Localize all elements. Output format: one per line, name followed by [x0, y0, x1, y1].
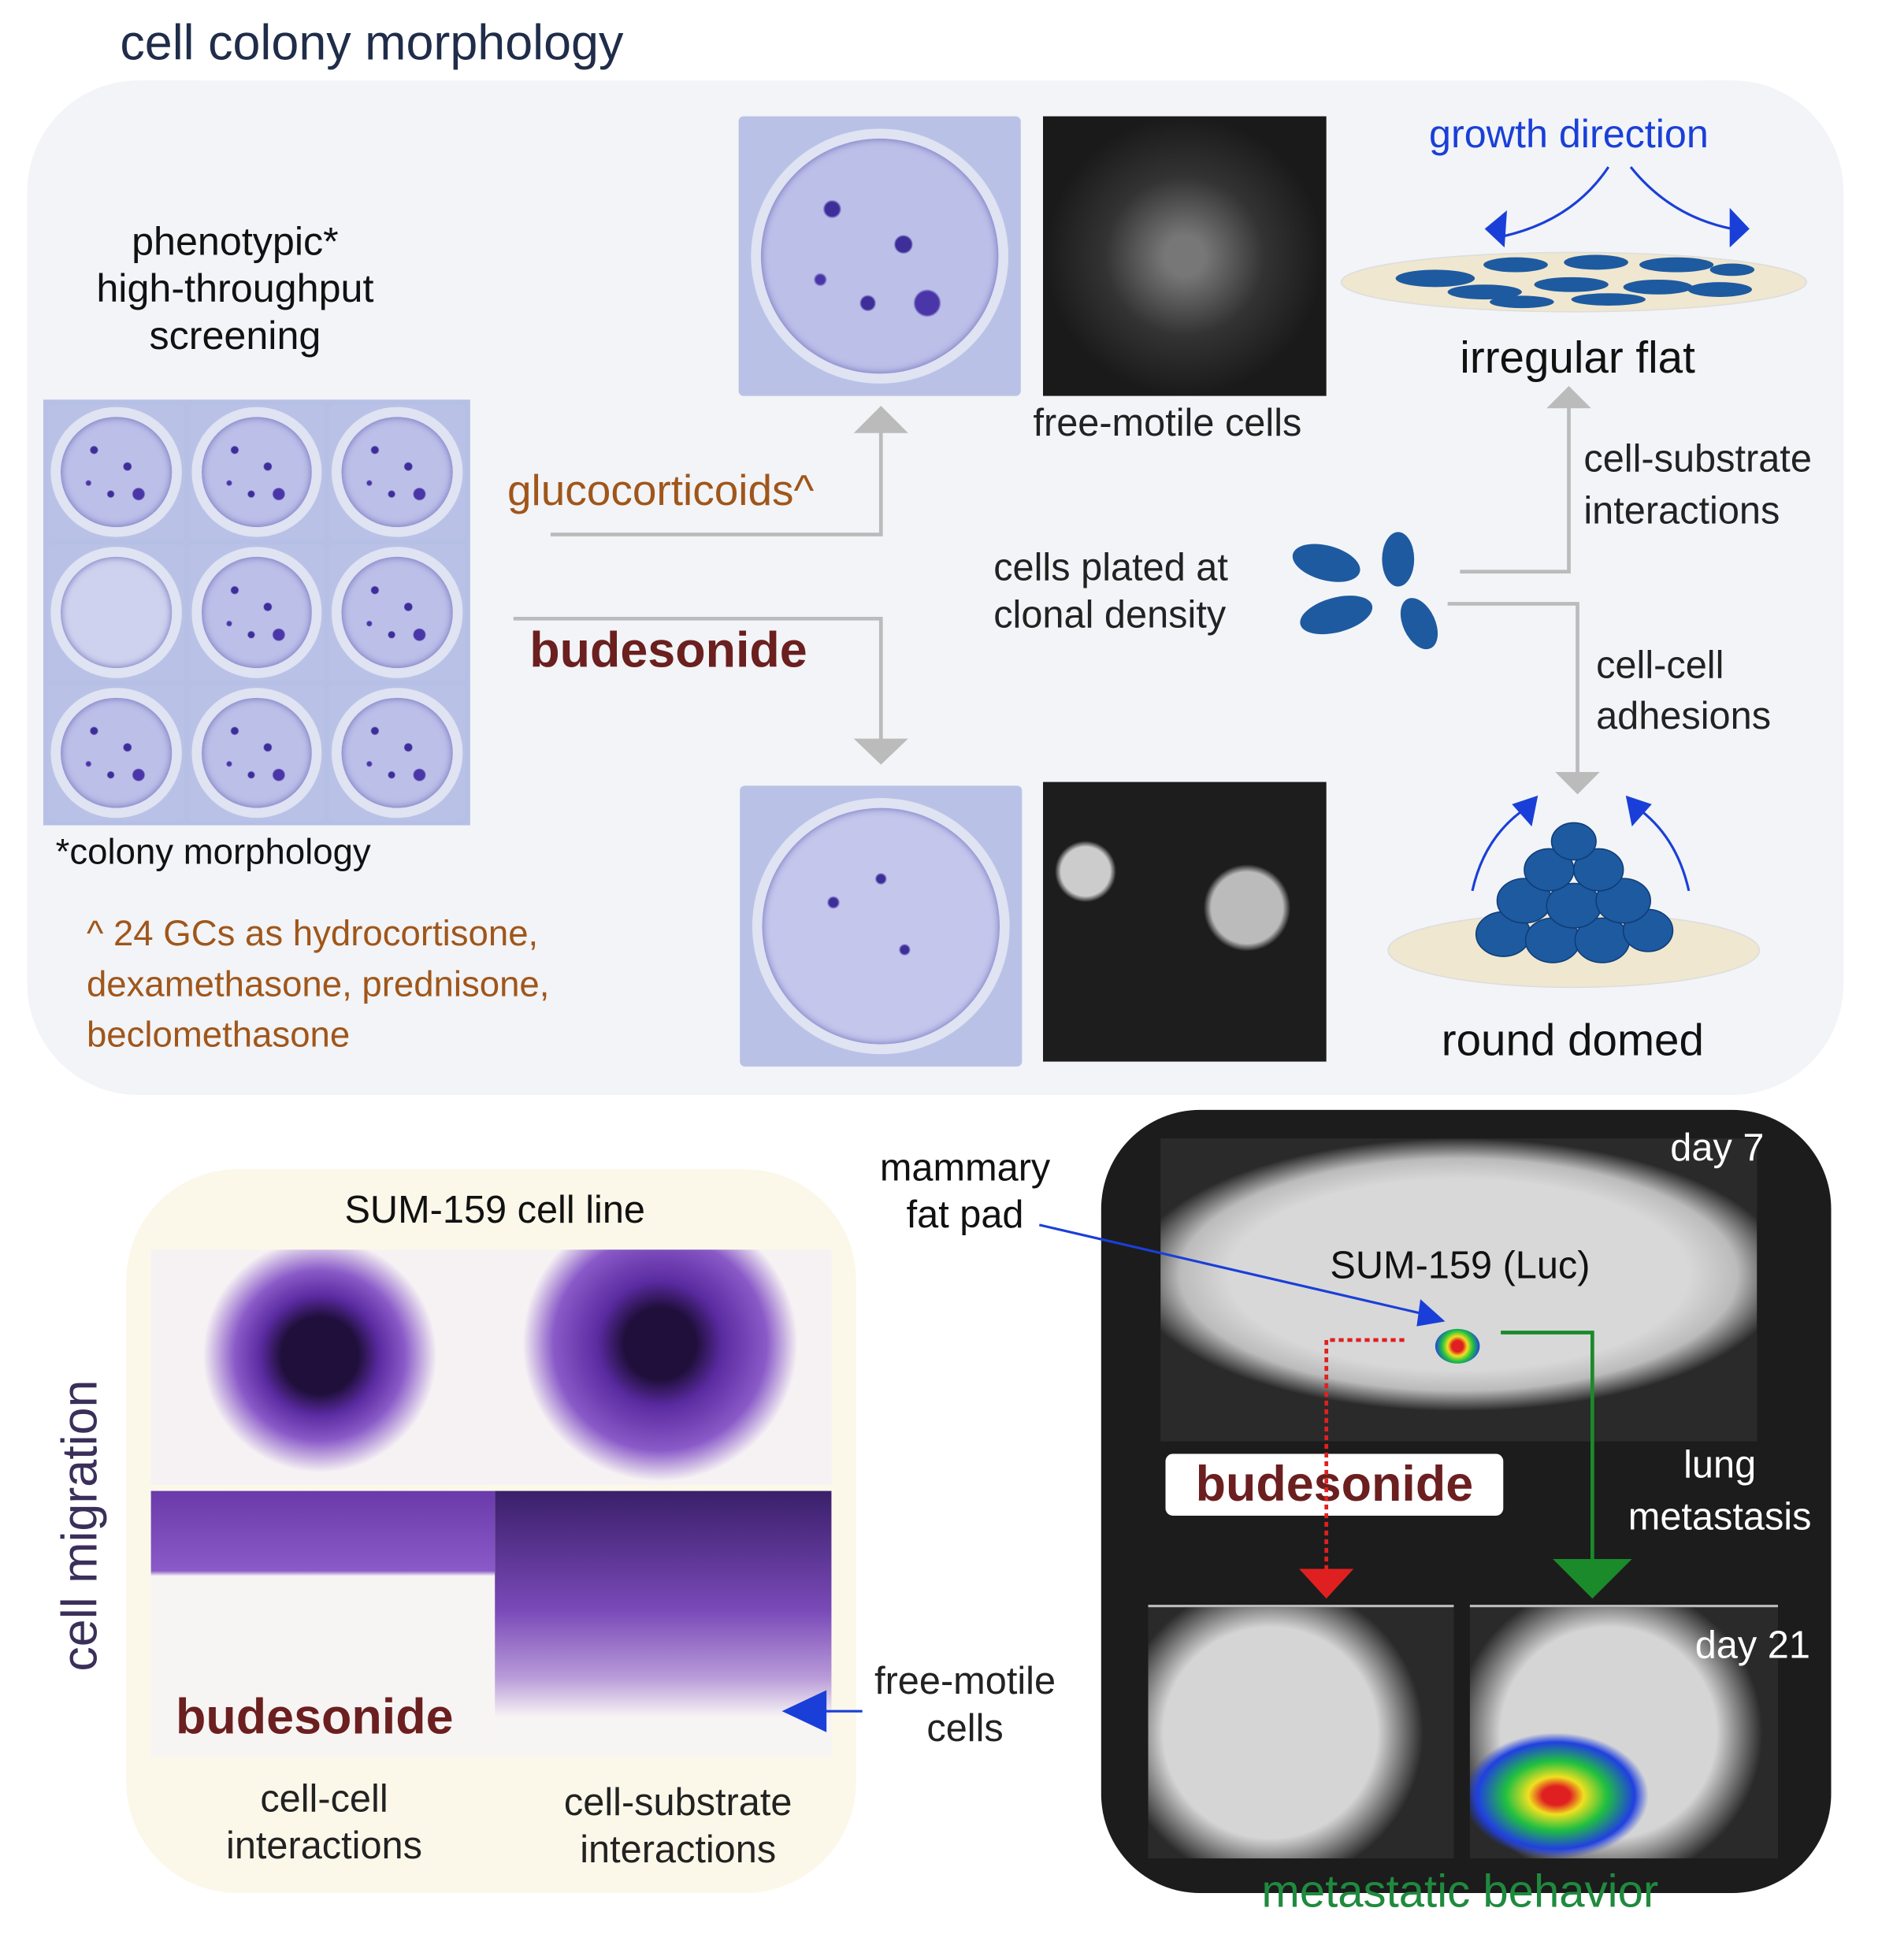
arrow-up-icon — [1546, 386, 1591, 409]
arrow-up-icon — [853, 406, 908, 433]
substrate-arrow-line — [1460, 406, 1571, 574]
arrowhead-icon — [1484, 210, 1507, 248]
colony-note: *colony morphology — [55, 833, 371, 873]
gc-arrow-line — [550, 430, 883, 536]
screening-label: phenotypic* high-throughput screening — [50, 217, 421, 358]
metastatic-behavior-caption: metastatic behavior — [1261, 1865, 1659, 1917]
text-line: ^ 24 GCs as hydrocortisone, — [86, 914, 539, 954]
domed-cells — [1475, 822, 1674, 963]
growth-arrow-left — [1497, 166, 1610, 239]
arrowhead-icon — [1512, 795, 1539, 827]
text-line: metastasis — [1628, 1494, 1812, 1539]
day7-label: day 7 — [1670, 1126, 1765, 1170]
budesonide-migration-label: budesonide — [176, 1690, 454, 1745]
day7-mouse-image — [1160, 1138, 1758, 1442]
text-line: dexamethasone, prednisone, — [86, 965, 550, 1005]
fat-pad-pointer — [1038, 1223, 1430, 1317]
flat-cells — [1395, 254, 1755, 309]
budesonide-arrow-line — [513, 616, 883, 741]
cell-cell-label: cell-cell adhesions — [1596, 640, 1771, 741]
budesonide-path — [1324, 1338, 1405, 1572]
arrowhead-icon — [781, 1690, 827, 1732]
day21-label: day 21 — [1694, 1623, 1810, 1667]
gc-note: ^ 24 GCs as hydrocortisone, dexamethason… — [87, 909, 549, 1061]
adhesion-arrow-line — [1447, 602, 1579, 773]
text-line: lung — [1683, 1442, 1757, 1487]
control-cell-substrate-image — [488, 1249, 832, 1485]
text-line: cells — [926, 1706, 1004, 1750]
free-motile-label: free-motile cells — [1033, 400, 1302, 444]
dome-arrow-left — [1471, 805, 1529, 892]
budesonide-cell-cell-image — [150, 1490, 496, 1758]
glucocorticoids-label: glucocorticoids^ — [507, 466, 815, 515]
cell-substrate-interactions-label: cell-substrate interactions — [518, 1780, 839, 1873]
lung-metastasis-label: lung metastasis — [1596, 1439, 1843, 1543]
budesonide-box — [1165, 1453, 1504, 1516]
irregular-flat-label: irregular flat — [1460, 331, 1695, 383]
text-line: beclomethasone — [86, 1015, 351, 1056]
mammary-fat-pad-label: mammary fat pad — [854, 1145, 1077, 1238]
text-line: adhesions — [1596, 694, 1772, 738]
text-line: high-throughput — [96, 265, 374, 311]
metastasis-path — [1501, 1331, 1594, 1562]
text-line: fat pad — [906, 1193, 1024, 1237]
text-line: cell-cell — [1596, 643, 1724, 687]
figure-title: cell colony morphology — [120, 16, 624, 71]
cells-plated-label: cells plated at clonal density — [993, 544, 1228, 638]
text-line: interactions — [580, 1827, 777, 1871]
text-line: cell-substrate — [1583, 436, 1812, 481]
text-line: screening — [149, 313, 321, 358]
dome-arrow-right — [1635, 805, 1691, 892]
budesonide-well-image — [740, 785, 1023, 1067]
text-line: free-motile — [874, 1659, 1056, 1703]
arrow-down-icon — [1555, 772, 1600, 795]
cell-substrate-label: cell-substrate interactions — [1583, 433, 1812, 537]
arrow-down-icon — [1553, 1558, 1632, 1599]
text-line: cells plated at — [993, 545, 1228, 589]
arrowhead-icon — [1416, 1299, 1446, 1327]
arrow-down-icon — [853, 738, 908, 765]
day21-control-image — [1148, 1605, 1454, 1859]
control-cell-cell-image — [150, 1249, 489, 1485]
arrowhead-icon — [1729, 207, 1750, 248]
text-line: cell-cell — [260, 1776, 388, 1821]
glucocorticoid-well-image — [738, 116, 1021, 396]
text-line: interactions — [1583, 488, 1780, 533]
budesonide-label: budesonide — [529, 623, 807, 678]
round-colony-micrograph — [1043, 781, 1327, 1062]
free-motile-cells-label: free-motile cells — [841, 1658, 1089, 1752]
text-line: interactions — [226, 1824, 422, 1868]
arrow-down-icon — [1299, 1568, 1354, 1599]
cell-line-label: SUM-159 (Luc) — [1330, 1243, 1590, 1287]
text-line: mammary — [879, 1145, 1051, 1190]
sum159-title: SUM-159 cell line — [344, 1187, 646, 1231]
budesonide-cell-substrate-image — [495, 1490, 832, 1758]
budesonide-metastasis-label: budesonide — [1195, 1457, 1474, 1513]
tumor-signal — [1435, 1328, 1480, 1364]
text-line: cell-substrate — [563, 1780, 792, 1825]
growth-direction-label: growth direction — [1429, 111, 1709, 156]
growth-arrow-right — [1629, 166, 1733, 231]
well-plate-image — [43, 399, 470, 826]
free-motile-micrograph — [1043, 116, 1327, 396]
cell-cell-interactions-label: cell-cell interactions — [176, 1776, 473, 1869]
day21-untreated-image — [1469, 1605, 1778, 1859]
text-line: phenotypic* — [132, 218, 339, 264]
round-domed-label: round domed — [1441, 1014, 1704, 1066]
text-line: clonal density — [993, 592, 1227, 637]
arrowhead-icon — [1625, 795, 1652, 827]
plated-cells — [1292, 532, 1438, 650]
